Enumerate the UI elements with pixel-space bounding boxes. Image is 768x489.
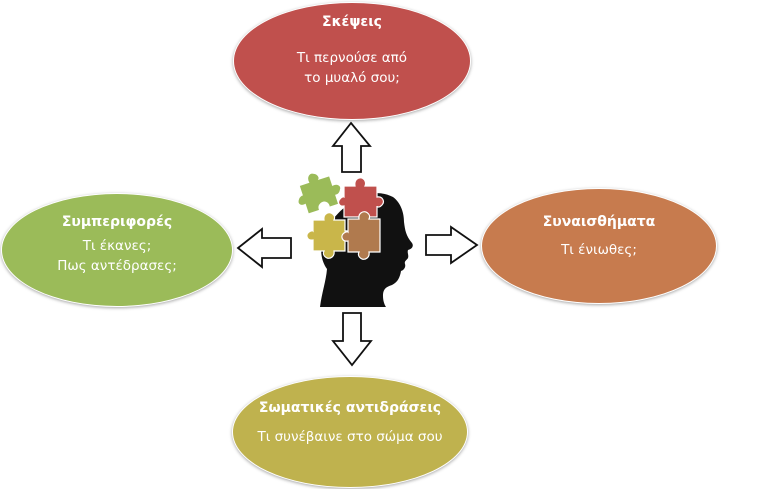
thoughts-line-2: το μυαλό σου; — [304, 70, 400, 86]
puzzle-piece-brown-icon — [341, 211, 381, 260]
thoughts-title: Σκέψεις — [322, 14, 382, 30]
behaviors-line-1: Τι έκανες; — [82, 238, 152, 254]
emotions-line-1: Τι ένιωθες; — [561, 242, 637, 258]
behaviors-text: Τι έκανες; Πως αντέδρασες; — [57, 236, 177, 276]
arrow-down-icon — [331, 312, 373, 367]
arrow-right-icon — [425, 225, 479, 265]
body-reactions-node: Σωματικές αντιδράσεις Τι συνέβαινε στο σ… — [232, 376, 468, 488]
emotions-text: Τι ένιωθες; — [561, 240, 637, 260]
emotions-title: Συναισθήματα — [542, 214, 656, 230]
behaviors-title: Συμπεριφορές — [61, 214, 173, 230]
thoughts-line-1: Τι περνούσε από — [296, 50, 408, 66]
arrow-left-icon — [236, 227, 292, 269]
behaviors-line-2: Πως αντέδρασες; — [57, 258, 177, 274]
thoughts-text: Τι περνούσε από το μυαλό σου; — [297, 48, 407, 88]
puzzle-piece-red-icon — [338, 177, 384, 218]
body-reactions-line-1: Τι συνέβαινε στο σώμα σου — [257, 429, 443, 445]
body-reactions-title: Σωματικές αντιδράσεις — [258, 400, 442, 416]
thoughts-node: Σκέψεις Τι περνούσε από το μυαλό σου; — [233, 2, 471, 120]
arrow-up-icon — [331, 121, 372, 173]
puzzle-piece-green-icon — [297, 172, 342, 215]
emotions-node: Συναισθήματα Τι ένιωθες; — [481, 188, 717, 304]
body-reactions-text: Τι συνέβαινε στο σώμα σου — [257, 427, 442, 447]
puzzle-piece-yellow-icon — [306, 212, 352, 259]
behaviors-node: Συμπεριφορές Τι έκανες; Πως αντέδρασες; — [1, 193, 233, 307]
